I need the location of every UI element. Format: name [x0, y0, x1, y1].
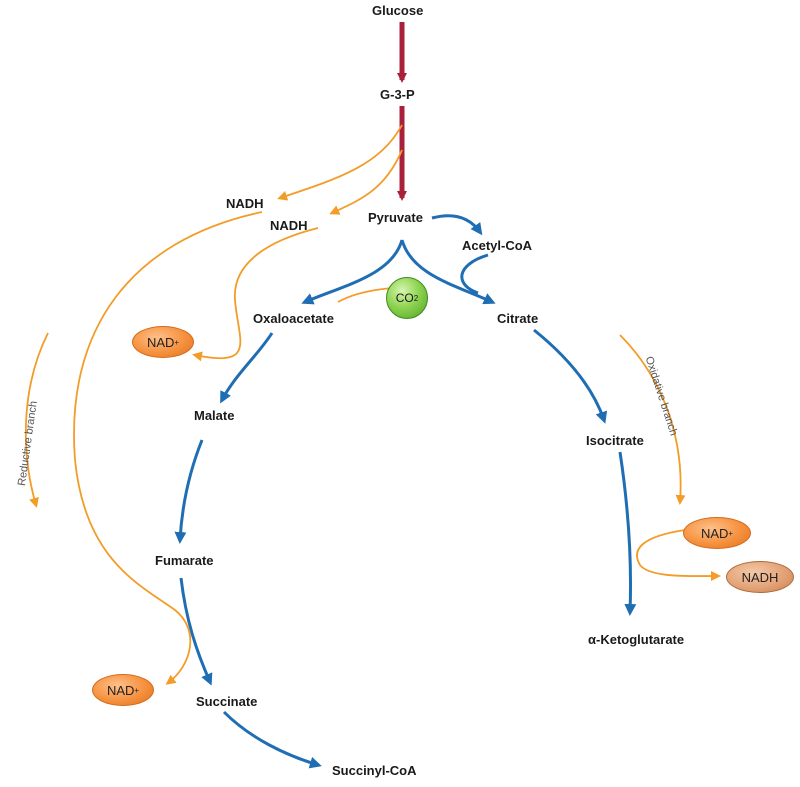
succinyl-coa-label: Succinyl-CoA	[332, 763, 417, 778]
arrow-g3p-to-nadh-lower	[329, 149, 403, 215]
oxidative-branch-arrow	[619, 334, 686, 505]
arrow-nadh-to-nad-left	[192, 227, 319, 362]
pyruvate-label: Pyruvate	[368, 210, 423, 225]
nad-right-text: NAD	[700, 525, 729, 541]
nad-left-charge: +	[174, 337, 180, 347]
arrow-nad-to-nadh-right	[636, 529, 721, 582]
nad-left-pill: NAD+	[132, 326, 194, 358]
nad-left-text: NAD	[146, 334, 175, 350]
nad-bottom-charge: +	[134, 685, 140, 695]
arrow-acetylcoa-to-citrate	[460, 253, 489, 295]
glucose-label: Glucose	[372, 3, 424, 18]
g3p-label: G-3-P	[380, 87, 415, 102]
alpha-ketoglutarate-label: α-Ketoglutarate	[588, 632, 685, 647]
nadh-right-text: NADH	[741, 569, 779, 585]
nad-right-charge: +	[728, 528, 734, 538]
nad-bottom-text: NAD	[106, 682, 135, 698]
nadh-right-pill: NADH	[726, 561, 794, 593]
arrow-oxaloacetate-to-malate	[220, 332, 274, 404]
arrow-isocitrate-to-akg	[618, 451, 637, 616]
succinate-label: Succinate	[196, 694, 258, 709]
arrow-nadh-to-nad-bottom	[73, 211, 263, 685]
nad-bottom-pill: NAD+	[92, 674, 154, 706]
arrow-co2-input	[337, 287, 393, 303]
arrow-pyruvate-to-acetylcoa	[431, 214, 483, 236]
nadh-lower-label: NADH	[270, 218, 308, 233]
nadh-upper-label: NADH	[226, 196, 264, 211]
malate-label: Malate	[194, 408, 235, 423]
arrow-citrate-to-isocitrate	[533, 328, 608, 424]
co2-text: CO	[395, 291, 414, 305]
reductive-branch-arrow	[24, 332, 49, 508]
co2-subscript: 2	[413, 293, 419, 303]
arrow-pyruvate-to-citrate	[400, 239, 496, 305]
fumarate-label: Fumarate	[155, 553, 214, 568]
citrate-label: Citrate	[497, 311, 539, 326]
arrow-succinate-to-succinylcoa	[222, 710, 322, 769]
acetyl-coa-label: Acetyl-CoA	[462, 238, 533, 253]
arrow-g3p-to-nadh-upper	[277, 124, 403, 201]
arrow-malate-to-fumarate	[174, 439, 204, 544]
arrow-fumarate-to-succinate	[179, 577, 213, 686]
nad-right-pill: NAD+	[683, 517, 751, 549]
arrow-pyruvate-to-oxaloacetate	[301, 239, 404, 305]
oxaloacetate-label: Oxaloacetate	[253, 311, 334, 326]
isocitrate-label: Isocitrate	[586, 433, 644, 448]
